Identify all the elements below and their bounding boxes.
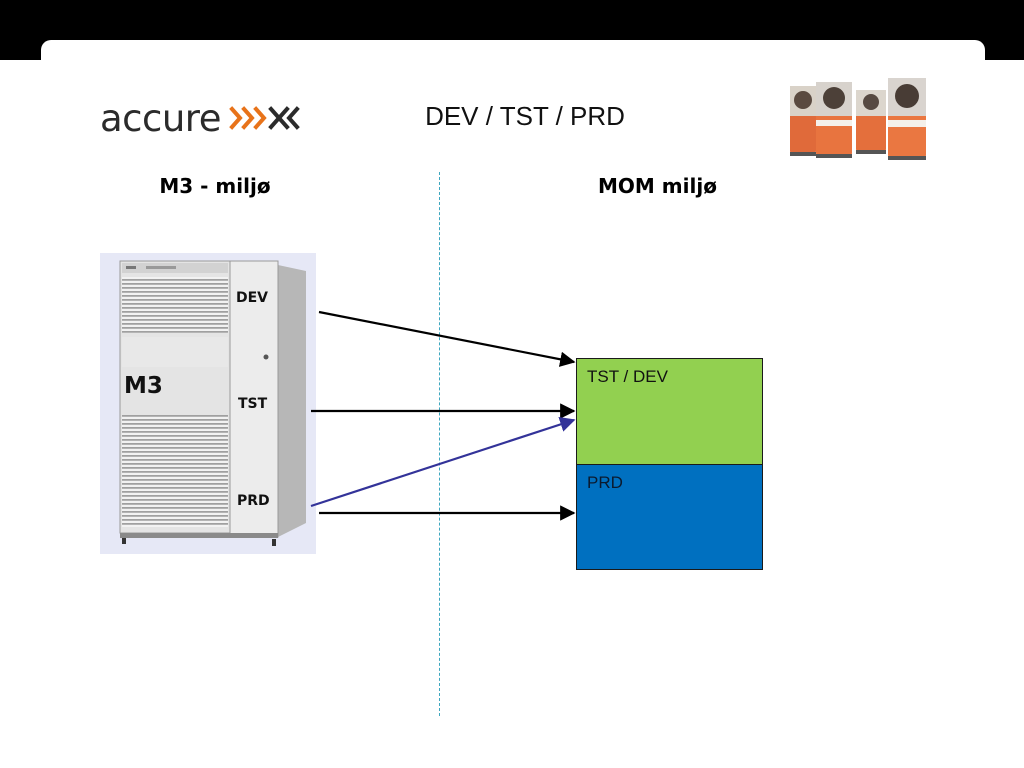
mom-box-prd: PRD [576, 464, 763, 570]
server-env-label-prd: PRD [237, 493, 270, 509]
m3-environment-heading: M3 - miljø [159, 174, 271, 198]
server-label-m3: M3 [124, 373, 163, 399]
server-env-label-tst: TST [238, 396, 268, 412]
can-3 [856, 90, 886, 154]
mom-box-prd-label: PRD [587, 473, 623, 492]
mom-box-tst-dev: TST / DEV [576, 358, 763, 465]
slide-title: DEV / TST / PRD [425, 101, 625, 131]
mom-environment-heading: MOM miljø [598, 174, 717, 198]
can-4 [888, 78, 926, 160]
accure-logo: accure [100, 96, 301, 140]
column-divider [439, 172, 440, 716]
server-env-label-dev: DEV [236, 290, 269, 306]
product-cans-image [790, 78, 926, 160]
mom-box-tst-dev-label: TST / DEV [587, 367, 668, 386]
can-1 [790, 86, 816, 156]
logo-text: accure [100, 96, 221, 140]
can-2 [816, 82, 852, 158]
accure-chevrons-icon [229, 106, 300, 130]
server-cabinet-image [100, 253, 316, 554]
